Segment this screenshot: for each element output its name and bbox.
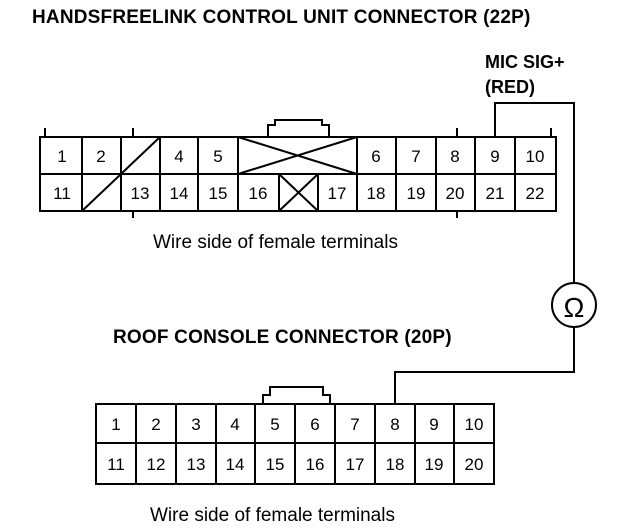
pin-18: 18: [386, 455, 405, 474]
pin-13: 13: [131, 184, 150, 203]
pin-18: 18: [367, 184, 386, 203]
pin-8: 8: [450, 147, 459, 166]
pin-13: 13: [187, 455, 206, 474]
pin-15: 15: [209, 184, 228, 203]
pin-19: 19: [407, 184, 426, 203]
unused-cavity-mark: [81, 136, 161, 212]
pin-6: 6: [371, 147, 380, 166]
connector-22p-title: HANDSFREELINK CONTROL UNIT CONNECTOR (22…: [32, 7, 531, 28]
connector-20p-title: ROOF CONSOLE CONNECTOR (20P): [113, 327, 452, 348]
pin-8: 8: [390, 415, 399, 434]
pin-15: 15: [266, 455, 285, 474]
mic-signal-label: MIC SIG+: [485, 52, 565, 72]
pin-4: 4: [174, 147, 183, 166]
pin-11: 11: [107, 455, 125, 474]
connector-20p: [95, 386, 495, 485]
pin-5: 5: [213, 147, 222, 166]
pin-10: 10: [526, 147, 545, 166]
pin-16: 16: [249, 184, 268, 203]
pin-6: 6: [310, 415, 319, 434]
pin-12: 12: [147, 455, 166, 474]
pin-5: 5: [270, 415, 279, 434]
pin-17: 17: [328, 184, 347, 203]
connector-22p-caption: Wire side of female terminals: [153, 232, 398, 253]
pin-17: 17: [346, 455, 365, 474]
pin-2: 2: [96, 147, 105, 166]
test-wire-lower: [394, 327, 575, 404]
pin-2: 2: [151, 415, 160, 434]
pin-7: 7: [350, 415, 359, 434]
pin-9: 9: [490, 147, 499, 166]
connector-22p: [39, 119, 557, 218]
pin-10: 10: [465, 415, 484, 434]
pin-7: 7: [411, 147, 420, 166]
unused-cavity-mark: [237, 136, 358, 175]
pin-20: 20: [446, 184, 465, 203]
pin-20: 20: [465, 455, 484, 474]
pin-21: 21: [486, 184, 505, 203]
pin-4: 4: [230, 415, 239, 434]
mic-wire-color-label: (RED): [485, 77, 535, 97]
connector-20p-latch: [262, 386, 331, 404]
test-lead: [394, 102, 597, 404]
pin-1: 1: [111, 415, 120, 434]
pin-16: 16: [306, 455, 325, 474]
test-wire-upper: [494, 102, 575, 283]
pin-14: 14: [226, 455, 245, 474]
ohm-icon: Ω: [564, 292, 585, 323]
pin-1: 1: [57, 147, 66, 166]
pin-9: 9: [429, 415, 438, 434]
pin-19: 19: [425, 455, 444, 474]
pin-11: 11: [53, 184, 71, 203]
connector-22p-latch: [267, 119, 330, 137]
pin-14: 14: [170, 184, 189, 203]
connector-20p-caption: Wire side of female terminals: [150, 505, 395, 526]
unused-cavity-mark: [278, 173, 319, 212]
pin-3: 3: [191, 415, 200, 434]
pin-22: 22: [526, 184, 545, 203]
